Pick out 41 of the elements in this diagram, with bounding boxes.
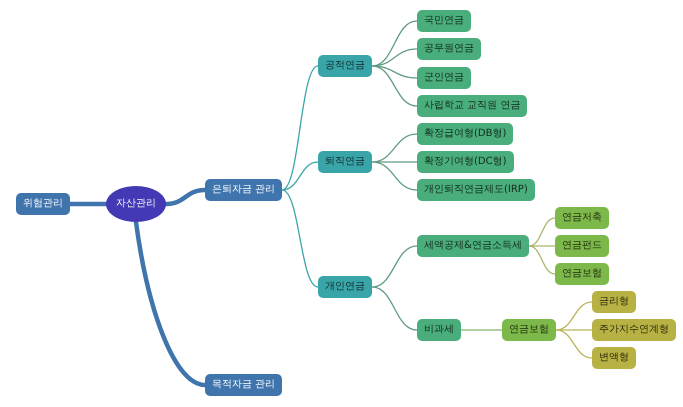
topic-node: 연금보험 [502,319,556,341]
connector-line [528,245,556,275]
topic-node: 연금보험 [555,263,609,285]
connector-line [371,48,418,67]
topic-node: 사립학교 교직원 연금 [417,95,528,117]
connector-line [371,286,418,331]
topic-node: 주가지수연계형 [592,319,676,341]
topic-node: 개인퇴직연금제도(IRP) [417,179,535,201]
central-topic: 자산관리 [106,186,166,222]
connector-line [555,329,593,359]
connector-line [134,220,208,388]
topic-node: 공무원연금 [417,38,481,60]
connector-line [281,161,319,191]
connector-line [371,161,418,191]
connector-line [371,20,418,67]
connector-line [460,329,503,331]
connector-line [281,189,319,288]
topic-node: 비과세 [417,319,461,341]
topic-node: 변액형 [592,347,636,369]
topic-node: 연금펀드 [555,235,609,257]
topic-node: 금리형 [592,291,636,313]
topic-node: 퇴직연금 [318,151,372,173]
topic-node: 연금저축 [555,207,609,229]
topic-node: 확정급여형(DB형) [417,123,514,145]
topic-node: 공적연금 [318,55,372,77]
topic-node: 세액공제&연금소득세 [417,235,529,257]
topic-node: 목적자금 관리 [205,374,282,396]
topic-node: 확정기여형(DC형) [417,151,514,173]
connector-line [371,133,418,163]
topic-node: 개인연금 [318,276,372,298]
topic-node: 군인연금 [417,67,471,89]
connector-line [371,245,418,288]
topic-node: 은퇴자금 관리 [205,179,282,201]
connector-line [281,65,319,191]
connector-line [164,188,208,206]
topic-node: 위험관리 [16,193,70,215]
connector-line [528,217,556,247]
connector-line [555,301,593,331]
topic-node: 국민연금 [417,10,471,32]
connector-line [68,202,108,206]
connector-line [371,65,418,107]
